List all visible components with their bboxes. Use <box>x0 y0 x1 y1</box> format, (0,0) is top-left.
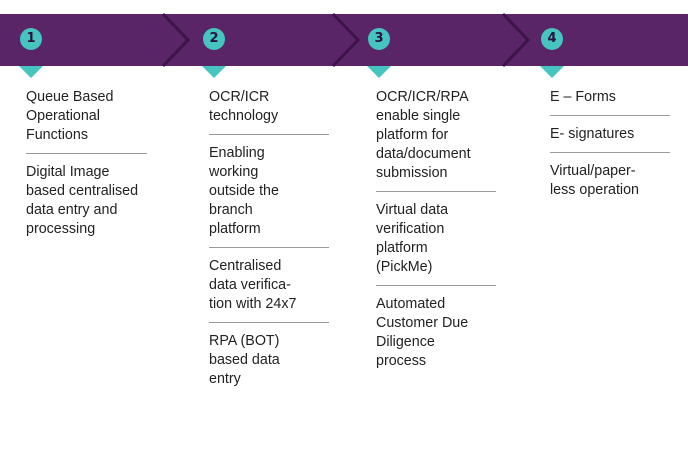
stage-1-item: Digital Image based centralised data ent… <box>26 164 139 237</box>
divider <box>550 152 670 153</box>
divider <box>376 191 496 192</box>
stage-4-column: E – Forms E- signatures Virtual/paper-le… <box>550 88 672 200</box>
stage-band-1 <box>0 14 188 66</box>
stage-3-item: Virtual data verification platform (Pick… <box>376 202 449 275</box>
stage-number-1: 1 <box>20 28 42 50</box>
stage-1-item: Queue Based Operational Functions <box>26 89 114 143</box>
stage-2-item: Centralised data verifica-tion with 24x7 <box>209 258 297 312</box>
divider <box>376 285 496 286</box>
divider <box>26 153 147 154</box>
divider <box>550 115 670 116</box>
stage-4-item: Virtual/paper-less operation <box>550 163 640 198</box>
stage-pointer-2 <box>202 66 226 78</box>
stage-number-3: 3 <box>368 28 390 50</box>
stage-3-item: OCR/ICR/RPA enable single platform for d… <box>376 89 471 181</box>
stage-pointer-3 <box>367 66 391 78</box>
stage-3-column: OCR/ICR/RPA enable single platform for d… <box>376 88 498 371</box>
stage-band-3 <box>333 14 528 66</box>
stage-4-item: E- signatures <box>550 126 635 142</box>
stage-1-column: Queue Based Operational Functions Digita… <box>26 88 150 239</box>
stage-number-4: 4 <box>541 28 563 50</box>
chevron-divider-1 <box>161 12 191 68</box>
stage-band-2 <box>163 14 358 66</box>
divider <box>209 247 329 248</box>
stage-2-item: Enabling working outside the branch plat… <box>209 145 279 237</box>
stage-2-column: OCR/ICR technology Enabling working outs… <box>209 88 330 389</box>
divider <box>209 322 329 323</box>
stage-2-item: OCR/ICR technology <box>209 89 279 124</box>
stage-number-2: 2 <box>203 28 225 50</box>
stage-pointer-4 <box>540 66 564 78</box>
stage-4-item: E – Forms <box>550 89 616 105</box>
stage-banner <box>0 12 688 78</box>
stage-2-item: RPA (BOT) based data entry <box>209 333 280 387</box>
stage-band-4 <box>503 14 688 66</box>
chevron-divider-2 <box>331 12 361 68</box>
divider <box>209 134 329 135</box>
stage-3-item: Automated Customer Due Diligence process <box>376 296 469 369</box>
stage-pointer-1 <box>19 66 43 78</box>
chevron-divider-3 <box>501 12 531 68</box>
